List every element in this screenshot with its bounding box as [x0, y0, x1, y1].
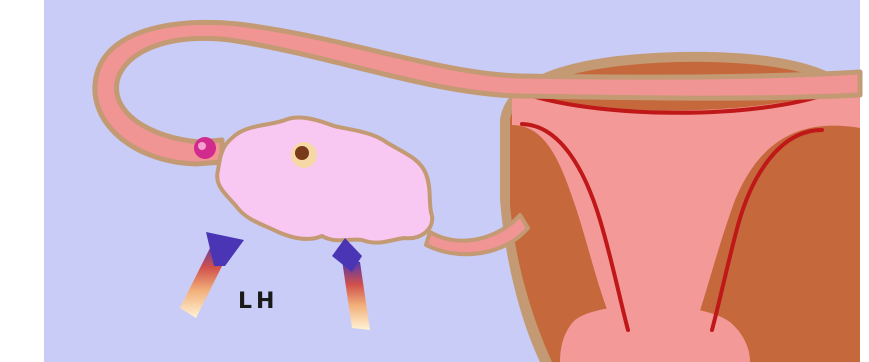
egg-nucleus — [198, 142, 206, 150]
follicle-spot — [295, 146, 309, 160]
lh-label: LH — [238, 289, 278, 314]
